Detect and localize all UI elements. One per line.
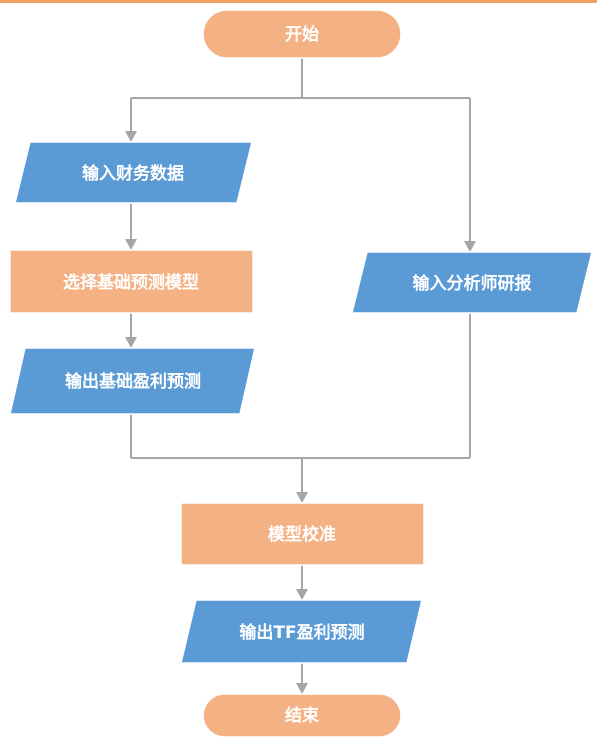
select-model-label: 选择基础预测模型 [63,272,199,293]
select-model-node: 选择基础预测模型 [9,249,254,314]
input-financial-label: 输入财务数据 [82,163,184,184]
arrow-to-output-tf [296,589,308,600]
arrow-to-input-financial [125,131,137,142]
end-label: 结束 [285,705,319,726]
calibrate-node: 模型校准 [180,502,425,566]
input-analyst-node: 输入分析师研报 [351,251,593,314]
start-label: 开始 [285,24,319,45]
input-financial-node: 输入财务数据 [14,141,253,204]
input-analyst-label: 输入分析师研报 [413,273,532,294]
connectors [125,58,476,694]
output-tf-node: 输出TF盈利预测 [180,599,423,664]
start-node: 开始 [202,9,402,59]
end-node: 结束 [202,693,402,738]
arrow-to-calibrate [296,492,308,503]
arrow-to-select-model [125,239,137,250]
calibrate-label: 模型校准 [268,524,336,545]
output-base-node: 输出基础盈利预测 [9,347,256,415]
top-rule [0,0,597,3]
output-base-label: 输出基础盈利预测 [65,371,201,392]
arrow-to-end [296,683,308,694]
arrow-to-input-analyst [464,241,476,252]
output-tf-label: 输出TF盈利预测 [239,622,364,643]
arrow-to-output-base [125,337,137,348]
